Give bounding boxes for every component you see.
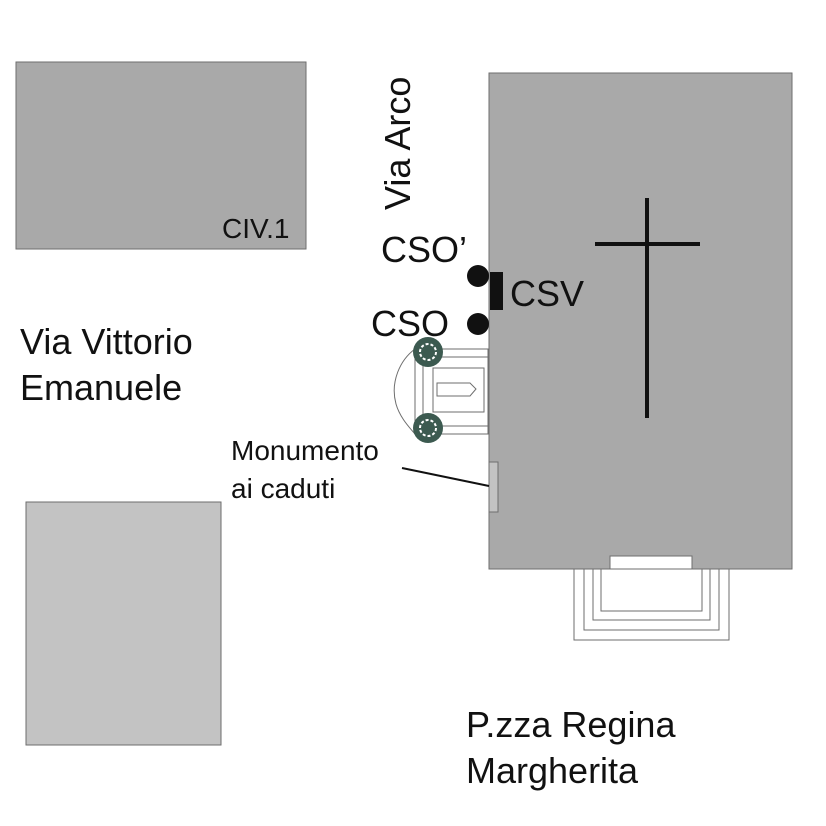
wreath-top-icon (413, 337, 443, 367)
cso-prime-marker (467, 265, 489, 287)
church-building (488, 72, 793, 570)
csv-marker (490, 272, 503, 310)
building-civ1 (15, 61, 307, 250)
label-via-vittorio-line2: Emanuele (20, 367, 182, 408)
church-entrance (609, 555, 693, 570)
label-civ1: CIV.1 (222, 213, 289, 244)
label-cso: CSO (371, 303, 449, 344)
cross-icon (595, 198, 700, 418)
label-via-arco: Via Arco (377, 77, 418, 210)
label-piazza-line2: Margherita (466, 750, 639, 791)
wreath-bottom-icon (413, 413, 443, 443)
label-piazza-line1: P.zza Regina (466, 704, 676, 745)
label-cso-prime: CSO’ (381, 229, 467, 270)
side-plaque (488, 461, 499, 513)
label-monumento-line1: Monumento (231, 435, 379, 466)
label-via-vittorio-line1: Via Vittorio (20, 321, 193, 362)
building-bottom-left (25, 501, 222, 746)
monument-leader-line (401, 467, 490, 487)
label-monumento-line2: ai caduti (231, 473, 335, 504)
label-csv: CSV (510, 273, 584, 314)
monument (393, 348, 489, 435)
church-steps (573, 569, 730, 641)
cso-marker (467, 313, 489, 335)
